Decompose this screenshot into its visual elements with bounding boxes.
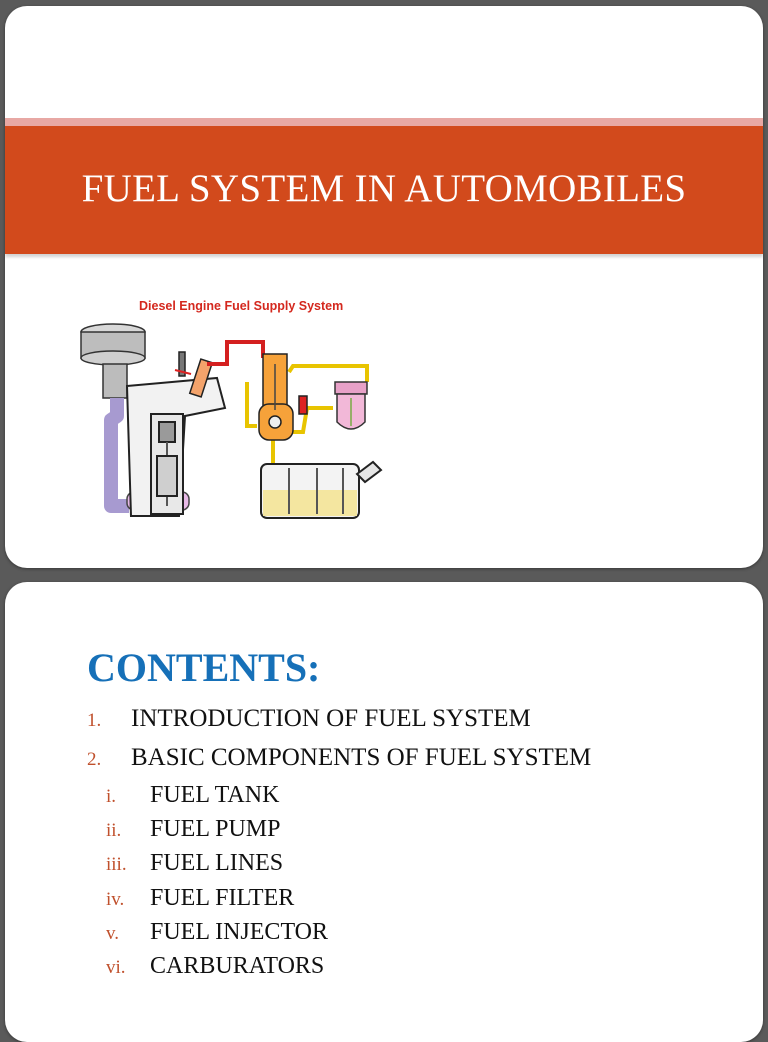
diesel-fuel-system-diagram: Diesel Engine Fuel Supply System: [80, 299, 383, 519]
supply-line: [271, 406, 333, 464]
fuel-tank: [260, 460, 383, 519]
list-number: iv.: [106, 889, 125, 910]
injection-pump: [258, 353, 308, 441]
sub-list-item: iv. FUEL FILTER: [106, 885, 294, 912]
list-number: v.: [106, 923, 120, 944]
list-text: FUEL TANK: [150, 782, 280, 808]
list-number: vi.: [106, 957, 126, 978]
sub-list-item: v. FUEL INJECTOR: [106, 919, 328, 946]
list-number: i.: [106, 786, 117, 807]
list-text: FUEL PUMP: [150, 816, 281, 842]
fuel-injector: [174, 351, 214, 398]
list-text: INTRODUCTION OF FUEL SYSTEM: [131, 705, 531, 732]
list-text: FUEL INJECTOR: [150, 919, 329, 945]
accent-line: [5, 118, 763, 126]
sub-list-item: iii. FUEL LINES: [106, 850, 283, 877]
return-line: [245, 382, 257, 428]
contents-heading: CONTENTS:: [87, 645, 321, 690]
list-number: ii.: [106, 820, 122, 841]
air-cleaner: [80, 323, 146, 399]
engine-block: [125, 376, 227, 517]
fuel-filter: [334, 381, 368, 430]
list-number: 2.: [87, 749, 102, 770]
contents-slide: CONTENTS: 1. INTRODUCTION OF FUEL SYSTEM…: [5, 582, 763, 1042]
intake-pipe: [104, 398, 129, 513]
sub-list-item: i. FUEL TANK: [106, 782, 279, 809]
title-slide: FUEL SYSTEM IN AUTOMOBILES Diesel Engine…: [5, 6, 763, 568]
list-item: 2. BASIC COMPONENTS OF FUEL SYSTEM: [87, 744, 591, 772]
sub-list-item: vi. CARBURATORS: [106, 953, 324, 980]
list-item: 1. INTRODUCTION OF FUEL SYSTEM: [87, 705, 531, 733]
list-number: iii.: [106, 854, 127, 875]
sub-list-item: ii. FUEL PUMP: [106, 816, 280, 843]
title-banner: [5, 126, 763, 254]
list-text: FUEL FILTER: [150, 885, 295, 911]
list-text: BASIC COMPONENTS OF FUEL SYSTEM: [131, 744, 592, 771]
list-text: FUEL LINES: [150, 850, 284, 876]
feed-line: [287, 364, 369, 382]
high-pressure-line: [207, 340, 265, 366]
list-text: CARBURATORS: [150, 953, 325, 979]
slide-title: FUEL SYSTEM IN AUTOMOBILES: [81, 167, 687, 210]
diagram-caption: Diesel Engine Fuel Supply System: [139, 299, 343, 313]
list-number: 1.: [87, 710, 102, 731]
